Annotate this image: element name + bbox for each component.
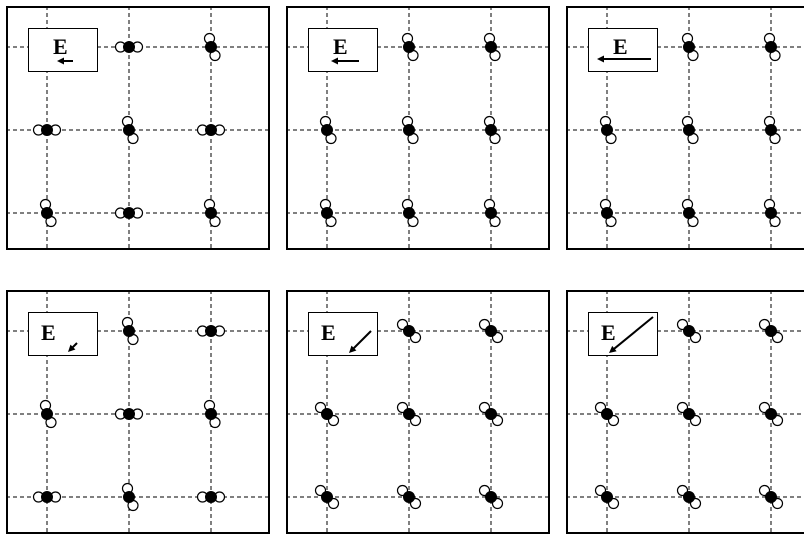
- filled-atom: [766, 125, 777, 136]
- field-legend-box: E: [28, 312, 98, 356]
- filled-atom: [124, 492, 135, 503]
- dipole-molecule: [198, 326, 225, 337]
- filled-atom: [486, 409, 497, 420]
- filled-atom: [404, 326, 415, 337]
- dipole-molecule: [198, 492, 225, 503]
- filled-atom: [404, 42, 415, 53]
- field-arrow: [589, 313, 659, 357]
- filled-atom: [42, 492, 53, 503]
- filled-atom: [404, 125, 415, 136]
- field-legend-box: E: [308, 312, 378, 356]
- arrow-head: [331, 58, 338, 65]
- field-arrow: [309, 29, 379, 73]
- filled-atom: [486, 326, 497, 337]
- filled-atom: [486, 42, 497, 53]
- filled-atom: [206, 208, 217, 219]
- filled-atom: [124, 208, 135, 219]
- filled-atom: [766, 326, 777, 337]
- panel-bottom-2: E: [286, 290, 550, 534]
- field-arrow: [29, 313, 99, 357]
- filled-atom: [684, 409, 695, 420]
- panel-bottom-3: E: [566, 290, 804, 534]
- filled-atom: [404, 492, 415, 503]
- filled-atom: [42, 125, 53, 136]
- filled-atom: [684, 208, 695, 219]
- filled-atom: [486, 208, 497, 219]
- dipole-molecule: [601, 117, 617, 144]
- filled-atom: [206, 42, 217, 53]
- dipole-molecule: [116, 409, 143, 420]
- filled-atom: [206, 125, 217, 136]
- filled-atom: [684, 42, 695, 53]
- dipole-molecule: [198, 125, 225, 136]
- filled-atom: [322, 125, 333, 136]
- filled-atom: [766, 409, 777, 420]
- filled-atom: [206, 409, 217, 420]
- filled-atom: [124, 125, 135, 136]
- dipole-molecule: [34, 492, 61, 503]
- filled-atom: [486, 492, 497, 503]
- field-legend-box: E: [308, 28, 378, 72]
- dipole-molecule: [321, 200, 337, 227]
- filled-atom: [322, 409, 333, 420]
- arrow-shaft: [614, 317, 653, 349]
- filled-atom: [124, 326, 135, 337]
- panel-top-2: E: [286, 6, 550, 250]
- filled-atom: [766, 208, 777, 219]
- filled-atom: [124, 42, 135, 53]
- filled-atom: [684, 492, 695, 503]
- filled-atom: [766, 42, 777, 53]
- arrow-shaft: [72, 343, 77, 348]
- dipole-molecule: [116, 42, 143, 53]
- dipole-molecule: [321, 117, 337, 144]
- filled-atom: [42, 409, 53, 420]
- dipole-molecule: [41, 200, 57, 227]
- filled-atom: [602, 409, 613, 420]
- arrow-shaft: [353, 331, 371, 349]
- dipole-molecule: [601, 200, 617, 227]
- filled-atom: [684, 125, 695, 136]
- filled-atom: [322, 208, 333, 219]
- field-legend-box: E: [588, 28, 658, 72]
- filled-atom: [602, 208, 613, 219]
- arrow-head: [597, 56, 604, 63]
- field-arrow: [589, 29, 659, 73]
- panel-top-3: E: [566, 6, 804, 250]
- arrow-head: [57, 58, 64, 65]
- filled-atom: [322, 492, 333, 503]
- dipole-molecule: [116, 208, 143, 219]
- filled-atom: [766, 492, 777, 503]
- field-arrow: [309, 313, 379, 357]
- dipole-molecule: [41, 401, 57, 428]
- filled-atom: [206, 326, 217, 337]
- filled-atom: [206, 492, 217, 503]
- field-arrow: [29, 29, 99, 73]
- panel-bottom-1: E: [6, 290, 270, 534]
- field-legend-box: E: [588, 312, 658, 356]
- dipole-molecule: [34, 125, 61, 136]
- field-legend-box: E: [28, 28, 98, 72]
- filled-atom: [404, 208, 415, 219]
- filled-atom: [404, 409, 415, 420]
- filled-atom: [602, 125, 613, 136]
- filled-atom: [124, 409, 135, 420]
- filled-atom: [486, 125, 497, 136]
- panel-top-1: E: [6, 6, 270, 250]
- filled-atom: [684, 326, 695, 337]
- filled-atom: [42, 208, 53, 219]
- filled-atom: [602, 492, 613, 503]
